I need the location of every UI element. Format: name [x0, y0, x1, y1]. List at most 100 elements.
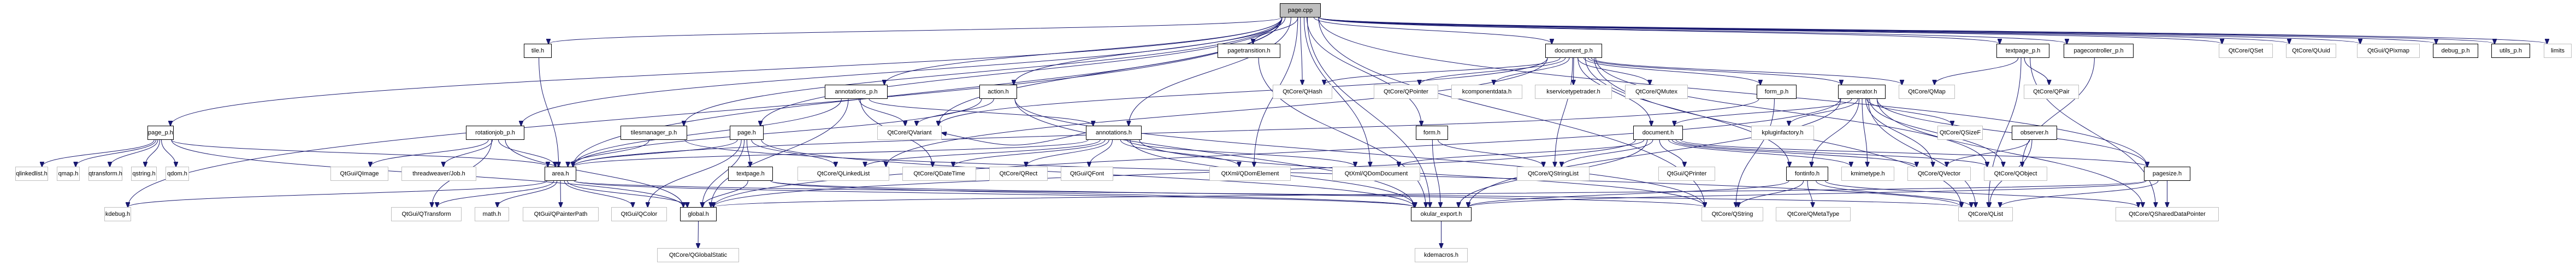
node-page-h[interactable]: page.h	[730, 126, 764, 140]
node-textpage-h[interactable]: textpage.h	[728, 167, 773, 181]
node-label: action.h	[988, 89, 1009, 95]
node-label: QtGui/QPainterPath	[534, 211, 588, 217]
edge-page_cpp-to-rotationjob_p_h	[521, 17, 1283, 126]
node-qhash: QtCore/QHash	[1273, 85, 1332, 99]
node-area-h[interactable]: area.h	[545, 167, 576, 181]
edge-generator_h-to-document_h	[1674, 98, 1852, 126]
edge-annotations_h-to-qdomdocument	[1126, 139, 1355, 167]
node-global-h[interactable]: global.h	[680, 207, 717, 221]
node-kcomponentdata-h: kcomponentdata.h	[1451, 85, 1522, 99]
node-annotations-p-h[interactable]: annotations_p.h	[825, 85, 888, 99]
node-label: qdom.h	[167, 170, 187, 177]
edge-document_p_h-to-generator_h	[1587, 57, 1841, 85]
edge-annotations_h-to-qfont	[1089, 139, 1113, 167]
node-label: page_p.h	[148, 129, 173, 136]
node-qpixmap: QtGui/QPixmap	[2357, 44, 2420, 58]
edge-pagesize_h-to-global_h	[713, 180, 2147, 207]
edge-page_cpp-to-document_p_h	[1314, 17, 1552, 44]
node-pagecontroller-p-h[interactable]: pagecontroller_p.h	[2064, 44, 2134, 58]
node-qfont: QtGui/QFont	[1061, 167, 1113, 181]
node-page-cpp[interactable]: page.cpp	[1280, 3, 1321, 17]
edge-area_h-to-qlist	[574, 180, 1961, 207]
edge-page_h-to-global_h	[702, 139, 745, 207]
node-label: tilesmanager_p.h	[630, 129, 677, 136]
node-quuid: QtCore/QUuid	[2286, 44, 2336, 58]
node-label: fontinfo.h	[1794, 170, 1820, 177]
node-label: QtCore/QStringList	[1528, 170, 1579, 177]
node-qmetatype: QtCore/QMetaType	[1776, 207, 1851, 221]
edge-document_p_h-to-form_p_h	[1584, 57, 1760, 85]
node-utils-p-h[interactable]: utils_p.h	[2491, 44, 2530, 58]
node-form-h[interactable]: form.h	[1416, 126, 1448, 140]
node-qmap: QtCore/QMap	[1899, 85, 1955, 99]
node-action-h[interactable]: action.h	[979, 85, 1017, 99]
node-observer-h[interactable]: observer.h	[2012, 126, 2057, 140]
node-label: area.h	[552, 170, 569, 177]
node-qtransform-h: qtransform.h	[88, 167, 122, 181]
node-label: form_p.h	[1764, 89, 1789, 95]
edge-document_h-to-qstringlist	[1562, 139, 1653, 167]
node-document-h[interactable]: document.h	[1633, 126, 1683, 140]
node-textpage-p-h[interactable]: textpage_p.h	[1996, 44, 2049, 58]
node-label: QtCore/QPair	[2033, 89, 2070, 95]
edge-area_h-to-global_h	[567, 180, 688, 207]
edge-page_cpp-to-kdebug_h	[128, 17, 1283, 207]
node-qmap-h: qmap.h	[57, 167, 80, 181]
node-generator-h[interactable]: generator.h	[1838, 85, 1886, 99]
edge-area_h-to-math_h	[498, 180, 558, 207]
node-label: annotations.h	[1095, 129, 1132, 136]
edge-document_p_h-to-qvariant	[938, 57, 1548, 126]
node-pagetransition-h[interactable]: pagetransition.h	[1218, 44, 1280, 58]
edge-observer_h-to-qvector	[1947, 139, 2030, 167]
node-label: QtCore/QMap	[1908, 89, 1946, 95]
node-label: QtCore/QObject	[1994, 170, 2037, 177]
node-page-p-h[interactable]: page_p.h	[147, 126, 174, 140]
node-label: observer.h	[2020, 129, 2049, 136]
edge-page_h-to-area_h	[573, 139, 738, 167]
edge-rotationjob_p_h-to-global_h	[505, 139, 683, 207]
node-form-p-h[interactable]: form_p.h	[1757, 85, 1797, 99]
node-kservicetypetrader-h: kservicetypetrader.h	[1535, 85, 1612, 99]
node-label: QtCore/QHash	[1283, 89, 1322, 95]
node-tile-h[interactable]: tile.h	[524, 44, 552, 58]
node-label: QtCore/QList	[1968, 211, 2004, 217]
node-label: QtCore/QLinkedList	[817, 170, 870, 177]
edge-generator_h-to-global_h	[713, 98, 1841, 207]
node-label: qtransform.h	[88, 170, 122, 177]
edge-generator_h-to-kmimetype_h	[1862, 98, 1868, 167]
edge-textpage_h-to-qstring	[770, 180, 1705, 207]
edge-page_cpp-to-annotations_h	[1129, 17, 1291, 126]
node-pagesize-h[interactable]: pagesize.h	[2144, 167, 2190, 181]
node-qpainterpath: QtGui/QPainterPath	[523, 207, 599, 221]
node-okular-export-h[interactable]: okular_export.h	[1411, 207, 1472, 221]
node-label: pagetransition.h	[1227, 48, 1271, 54]
node-label: limits	[2550, 48, 2565, 54]
node-fontinfo-h[interactable]: fontinfo.h	[1786, 167, 1828, 181]
node-debug-p-h[interactable]: debug_p.h	[2433, 44, 2478, 58]
edge-document_h-to-qdomdocument	[1399, 139, 1645, 167]
node-qstringlist: QtCore/QStringList	[1517, 167, 1590, 181]
node-tilesmanager-p-h[interactable]: tilesmanager_p.h	[621, 126, 687, 140]
node-qmutex: QtCore/QMutex	[1625, 85, 1688, 99]
edge-textpage_p_h-to-qmap	[1935, 57, 2019, 85]
node-label: page.cpp	[1287, 7, 1313, 14]
node-qshareddatapointer: QtCore/QSharedDataPointer	[2116, 207, 2219, 221]
edge-document_p_h-to-qlinkedlist	[886, 57, 1548, 167]
edge-action_h-to-area_h	[573, 98, 982, 167]
node-qprinter: QtGui/QPrinter	[1658, 167, 1715, 181]
node-label: QtCore/QString	[1711, 211, 1753, 217]
node-document-p-h[interactable]: document_p.h	[1545, 44, 1602, 58]
node-annotations-h[interactable]: annotations.h	[1086, 126, 1142, 140]
node-qlist: QtCore/QList	[1958, 207, 2013, 221]
edge-page_p_h-to-qstring_h	[145, 139, 160, 167]
node-label: utils_p.h	[2500, 48, 2522, 54]
edge-annotations_h-to-area_h	[573, 139, 1089, 167]
node-rotationjob-p-h[interactable]: rotationjob_p.h	[466, 126, 524, 140]
edge-document_h-to-kmimetype_h	[1668, 139, 1851, 167]
node-qlinkedlist-h: qlinkedlist.h	[15, 167, 48, 181]
edge-page_cpp-to-limits	[1318, 17, 2547, 44]
node-label: kpluginfactory.h	[1762, 129, 1804, 136]
node-label: QtCore/QVariant	[887, 129, 932, 136]
